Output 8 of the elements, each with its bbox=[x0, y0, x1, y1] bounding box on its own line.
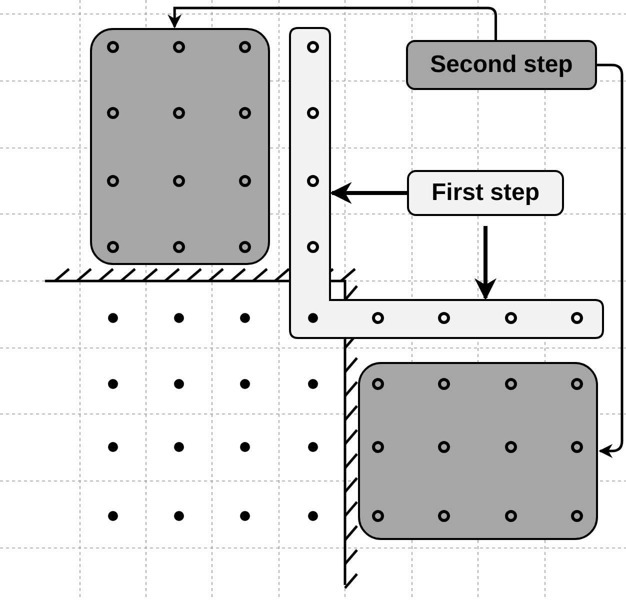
arrow bbox=[474, 226, 496, 300]
step-box bbox=[407, 170, 564, 216]
step-label: First step bbox=[431, 179, 540, 207]
arrow bbox=[168, 6, 498, 40]
arrow bbox=[597, 64, 624, 458]
step-label: Second step bbox=[430, 51, 573, 79]
arrow bbox=[330, 182, 407, 204]
step-box bbox=[406, 40, 597, 90]
